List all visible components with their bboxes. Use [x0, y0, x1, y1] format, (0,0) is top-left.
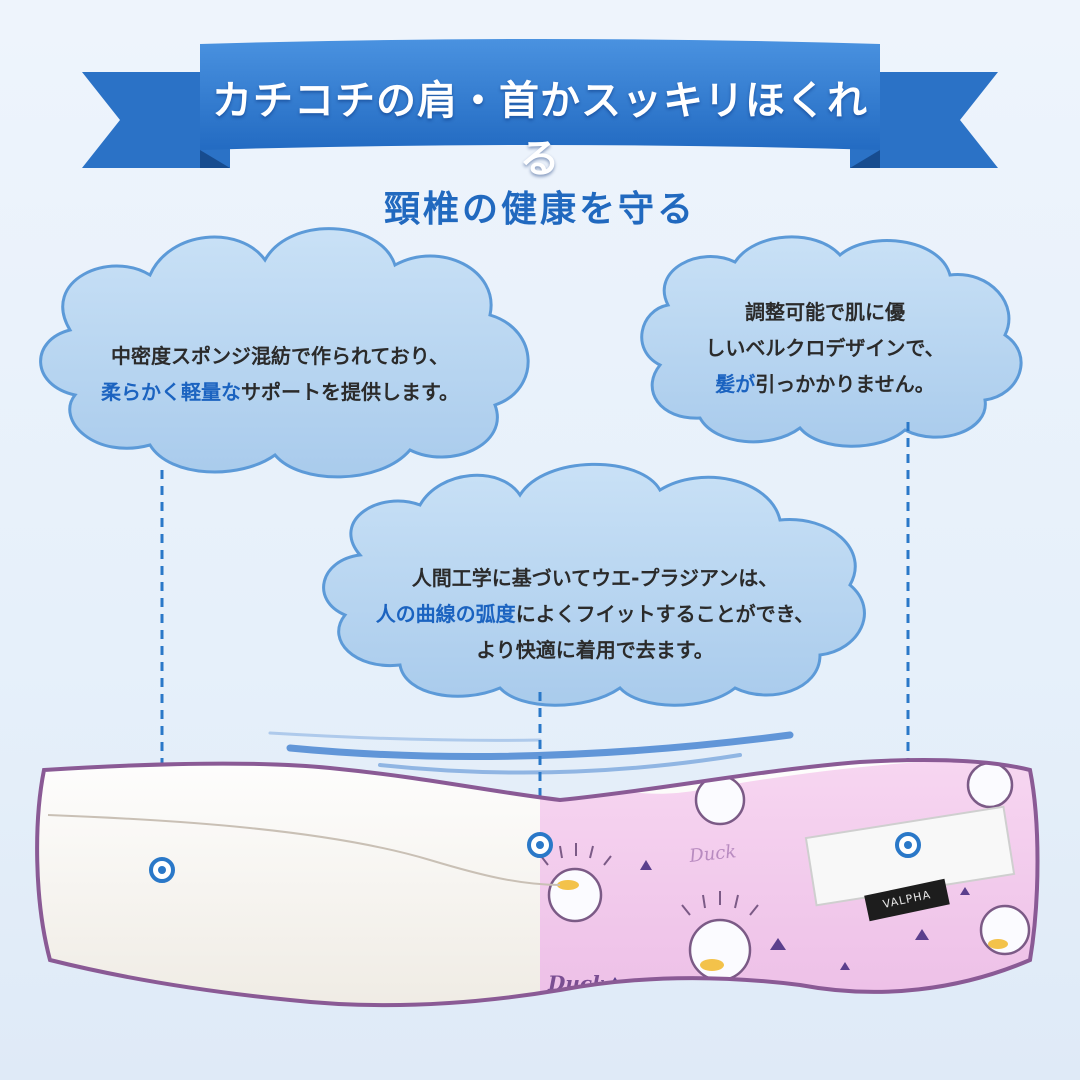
cloud-right-line-3-rest: 引っかかりません。 [755, 372, 935, 396]
cloud-center [322, 462, 866, 707]
print-brand-text-2: Duck [687, 841, 737, 867]
cloud-center-highlight: 人の曲線の弧度 [375, 602, 516, 626]
cloud-right-line-2: しいベルクロデザインで、 [705, 336, 945, 360]
cloud-left [39, 227, 530, 479]
cloud-center-line-2: 人の曲線の弧度によくフイットすることができ、 [330, 596, 860, 632]
ribbon-banner [82, 39, 998, 168]
motion-lines [268, 731, 794, 775]
cloud-left-highlight: 柔らかく軽量な [101, 380, 241, 404]
duck-print-pattern [540, 761, 1031, 985]
pointer-dots [149, 832, 921, 883]
cloud-left-text: 中密度スポンジ混紡で作られており、 柔らかく軽量なサポートを提供します。 [60, 338, 500, 410]
cloud-right-text: 調整可能で肌に優 しいベルクロデザインで、 髪が引っかかりません。 [650, 294, 1000, 402]
cloud-right [640, 235, 1023, 448]
cloud-left-line-2: 柔らかく軽量なサポートを提供します。 [60, 374, 500, 410]
cloud-left-line-2-rest: サポートを提供します。 [241, 380, 459, 404]
cloud-center-line-3: より快適に着用で去ます。 [476, 638, 714, 662]
page-subtitle: 頸椎の健康を守る [383, 189, 696, 230]
neck-pillow: Duck Duck [35, 758, 1040, 1008]
banner-title: カチコチの肩・首かスッキリほくれる [212, 78, 868, 182]
cloud-center-line-2-rest: によくフイットすることができ、 [515, 602, 815, 626]
cloud-center-text: 人間工学に基づいてウエ-プラジアンは、 人の曲線の弧度によくフイットすることがで… [330, 560, 860, 668]
cloud-left-line-1: 中密度スポンジ混紡で作られており、 [111, 344, 449, 368]
cloud-right-line-1: 調整可能で肌に優 [745, 300, 905, 324]
cloud-center-line-1: 人間工学に基づいてウエ-プラジアンは、 [411, 566, 779, 590]
cloud-right-line-3: 髪が引っかかりません。 [650, 366, 1000, 402]
cloud-right-highlight: 髪が [715, 372, 756, 396]
